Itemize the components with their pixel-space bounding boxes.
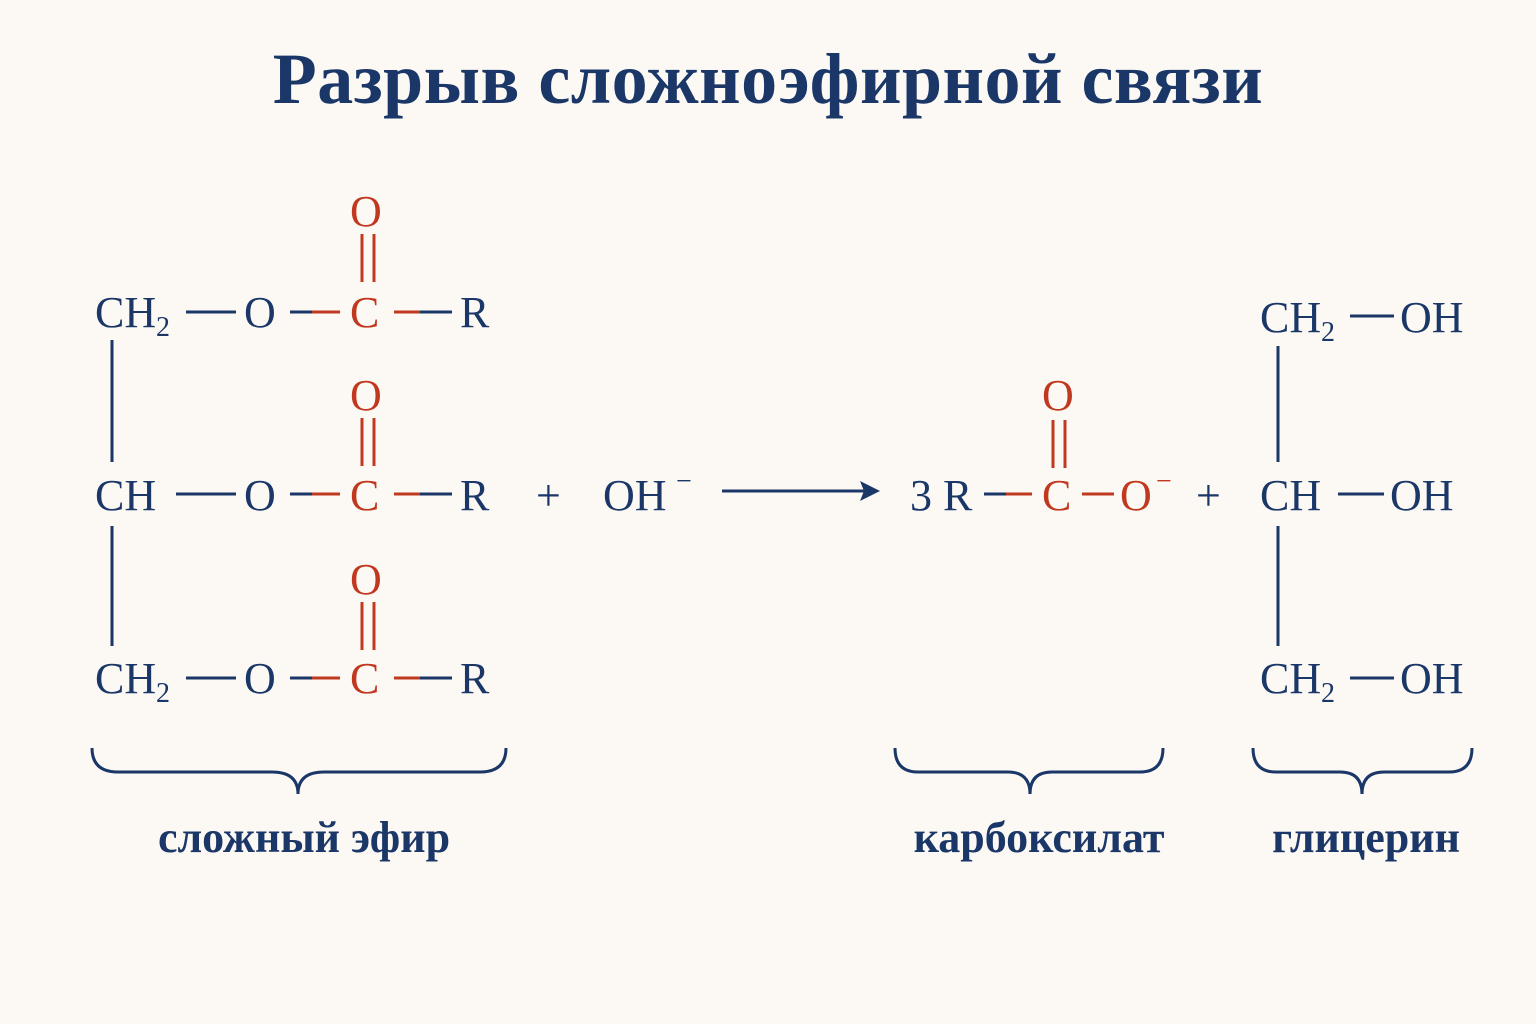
carboxylate-label: карбоксилат bbox=[914, 813, 1165, 862]
glycerol-row-3-subscript: 2 bbox=[1321, 678, 1335, 709]
ester-row-1-carbonyl-carbon: C bbox=[350, 288, 379, 337]
ester-row-3-r-group: R bbox=[460, 654, 490, 703]
carboxylate-oxygen: O bbox=[1120, 471, 1152, 520]
ester-row-2-carbon: CH bbox=[95, 471, 156, 520]
carboxylate-r-group: R bbox=[943, 471, 973, 520]
ester-molecule: CH 2 O C O R CH O bbox=[95, 187, 490, 709]
ester-row-3-oxygen: O bbox=[244, 654, 276, 703]
glycerol-row-2-carbon: CH bbox=[1260, 471, 1321, 520]
glycerol-row-1-hydroxyl: OH bbox=[1400, 293, 1464, 342]
glycerol-row-2-hydroxyl: OH bbox=[1390, 471, 1454, 520]
ester-row-1: CH 2 O C O R bbox=[95, 187, 490, 343]
ester-row-2-carbonyl-carbon: C bbox=[350, 471, 379, 520]
carboxylate-carbonyl-oxygen: O bbox=[1042, 371, 1074, 420]
carboxylate-coefficient: 3 bbox=[910, 471, 932, 520]
ester-row-3-carbonyl-carbon: C bbox=[350, 654, 379, 703]
glycerol-label: глицерин bbox=[1272, 813, 1460, 862]
carboxylate-carbon: C bbox=[1042, 471, 1071, 520]
carboxylate-brace bbox=[893, 747, 1165, 795]
hydroxide-formula: OH bbox=[603, 471, 667, 520]
page-title: Разрыв сложноэфирной связи bbox=[272, 39, 1264, 119]
ester-row-3-carbon: CH bbox=[95, 654, 156, 703]
ester-row-3-subscript: 2 bbox=[156, 678, 170, 709]
hydroxide-charge: − bbox=[676, 466, 692, 497]
ester-row-1-carbon: CH bbox=[95, 288, 156, 337]
plus-sign-1: + bbox=[536, 471, 561, 520]
glycerol-row-1-subscript: 2 bbox=[1321, 317, 1335, 348]
carboxylate-charge: − bbox=[1156, 466, 1172, 497]
carboxylate-molecule: 3 R C O O − bbox=[910, 371, 1172, 520]
ester-row-1-r-group: R bbox=[460, 288, 490, 337]
ester-row-2: CH O C O R bbox=[95, 371, 490, 520]
ester-row-2-r-group: R bbox=[460, 471, 490, 520]
ester-row-1-subscript: 2 bbox=[156, 312, 170, 343]
glycerol-row-1-carbon: CH bbox=[1260, 293, 1321, 342]
reaction-arrow bbox=[722, 481, 880, 501]
ester-brace bbox=[90, 747, 508, 795]
ester-row-1-carbonyl-oxygen: O bbox=[350, 187, 382, 236]
glycerol-row-3-carbon: CH bbox=[1260, 654, 1321, 703]
ester-row-3: CH 2 O C O R bbox=[95, 555, 490, 709]
glycerol-brace bbox=[1251, 747, 1474, 795]
ester-row-3-carbonyl-oxygen: O bbox=[350, 555, 382, 604]
glycerol-row-3-hydroxyl: OH bbox=[1400, 654, 1464, 703]
ester-row-1-oxygen: O bbox=[244, 288, 276, 337]
glycerol-molecule: CH 2 OH CH OH CH 2 OH bbox=[1260, 293, 1464, 709]
ester-row-2-oxygen: O bbox=[244, 471, 276, 520]
plus-sign-2: + bbox=[1196, 471, 1221, 520]
ester-label: сложный эфир bbox=[158, 813, 450, 862]
ester-row-2-carbonyl-oxygen: O bbox=[350, 371, 382, 420]
